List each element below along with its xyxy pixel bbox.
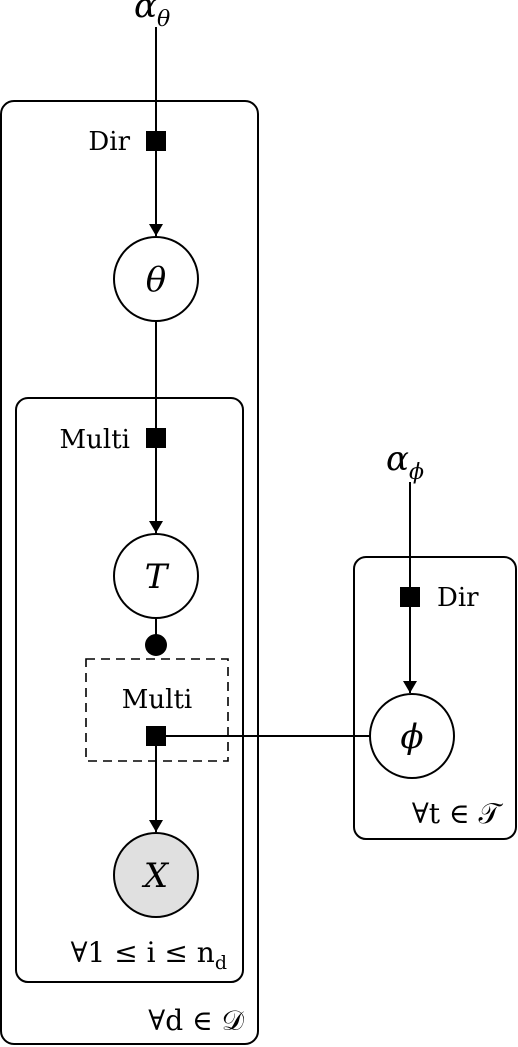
factor-dir-phi-label: Dir <box>437 583 479 613</box>
plate-positions-label: ∀1 ≤ i ≤ nd <box>71 936 227 974</box>
plate-documents <box>0 100 259 1045</box>
plate-documents-label: ∀d ∈ 𝒟 <box>148 1004 244 1037</box>
alpha-theta-label: αθ <box>134 0 170 32</box>
node-theta <box>113 236 199 322</box>
gate-selector-dot <box>145 634 167 656</box>
factor-multi-topic <box>146 428 166 448</box>
node-word <box>113 832 199 918</box>
node-phi <box>369 693 455 779</box>
factor-dir-phi <box>400 587 420 607</box>
factor-dir-theta <box>146 131 166 151</box>
plate-topics-label: ∀t ∈ 𝒯 <box>412 797 504 830</box>
factor-multi-word <box>146 726 166 746</box>
node-topic-label: T <box>145 557 170 597</box>
node-phi-label: ϕ <box>400 717 423 757</box>
factor-multi-word-label: Multi <box>122 685 192 715</box>
plate-topics <box>353 556 517 840</box>
node-theta-label: θ <box>146 260 166 300</box>
node-topic <box>113 533 199 619</box>
node-word-label: X <box>141 856 170 896</box>
plate-positions-text: ∀1 ≤ i ≤ n <box>71 936 215 969</box>
plate-positions-subscript: d <box>215 952 227 974</box>
alpha-theta-symbol: α <box>134 0 157 26</box>
alpha-theta-subscript: θ <box>157 7 170 32</box>
factor-dir-theta-label: Dir <box>88 127 130 157</box>
alpha-phi-label: αϕ <box>386 439 424 485</box>
alpha-phi-subscript: ϕ <box>409 460 424 485</box>
plate-positions <box>15 397 244 983</box>
alpha-phi-symbol: α <box>386 439 409 479</box>
factor-multi-topic-label: Multi <box>60 425 130 455</box>
